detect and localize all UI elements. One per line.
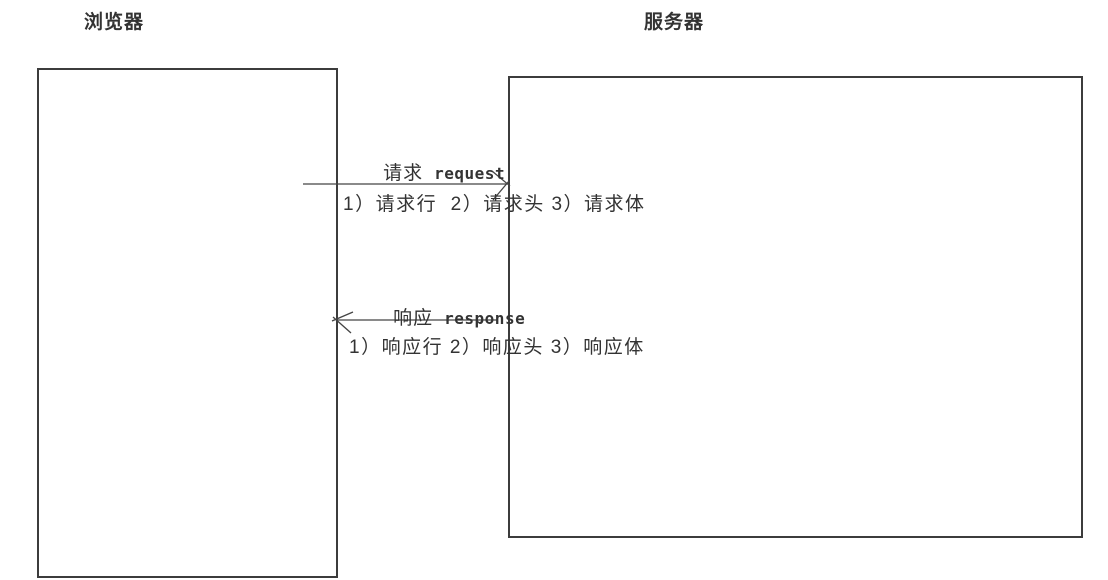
response-label-en: response (444, 309, 526, 328)
browser-label: 浏览器 (84, 12, 145, 33)
server-box (508, 76, 1083, 538)
response-arrow-label: 响应 response (368, 283, 525, 355)
request-label-en: request (434, 164, 506, 183)
request-label-cn: 请求 (383, 163, 424, 184)
response-label-cn: 响应 (393, 308, 434, 329)
server-label: 服务器 (644, 12, 705, 33)
browser-box (37, 68, 338, 578)
response-detail-text: 1）响应行 2）响应头 3）响应体 (349, 337, 645, 358)
request-arrow-label: 请求 request (358, 138, 505, 210)
request-detail-text: 1）请求行 2）请求头 3）请求体 (343, 194, 646, 215)
